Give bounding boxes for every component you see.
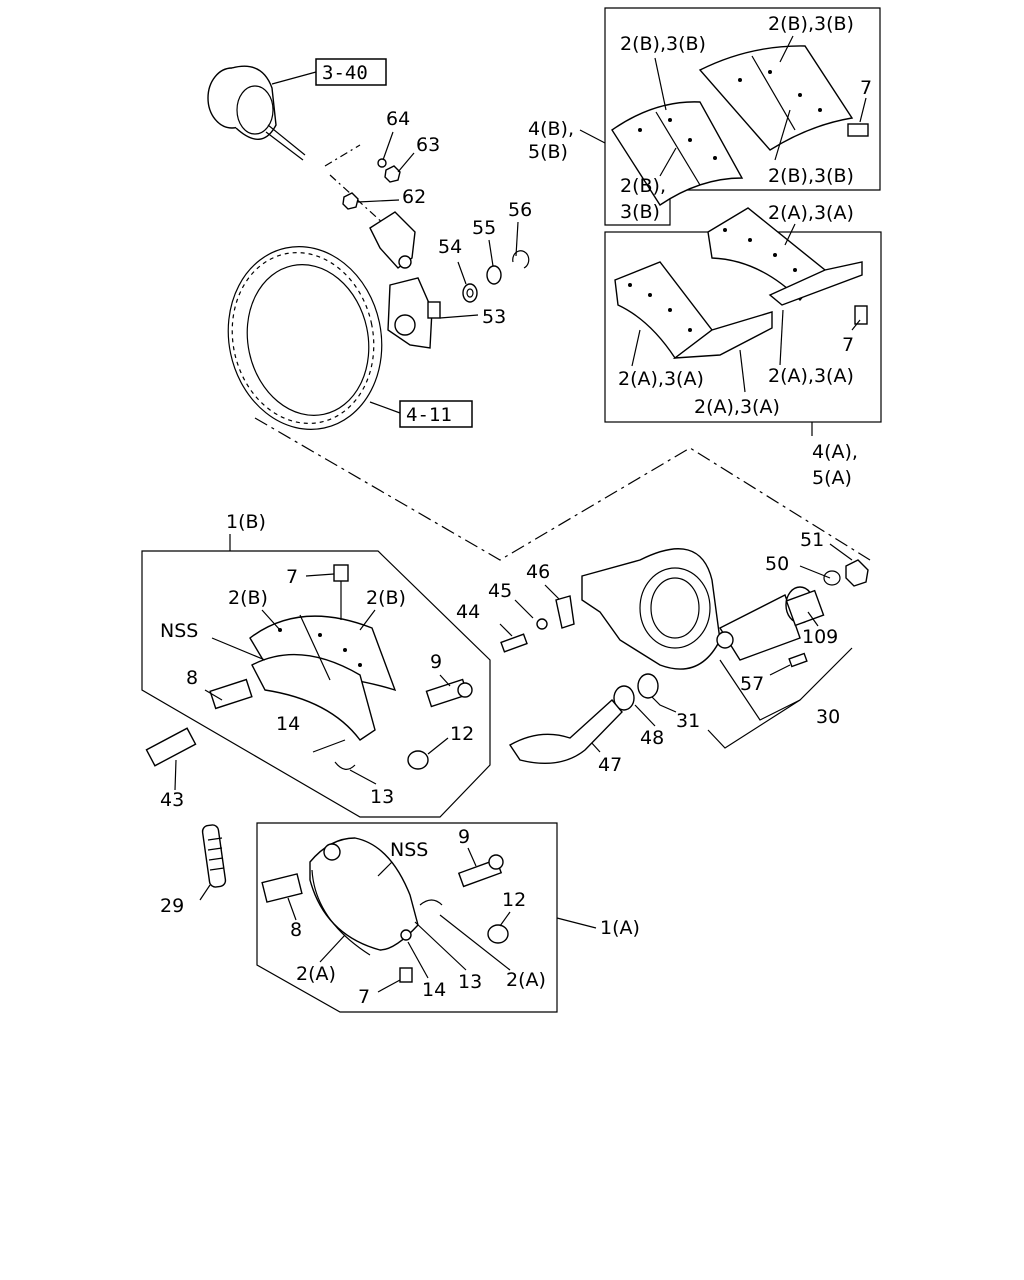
assembly-dash-line (254, 417, 871, 561)
lining-b-label-left-b: 3(B) (620, 201, 660, 223)
part-51-label: 51 (800, 529, 824, 551)
part-30-label: 30 (816, 706, 840, 728)
nut-parts (342, 158, 401, 210)
shoe-b-nss-label: NSS (160, 620, 198, 642)
lining-b-label-top-right: 2(B),3(B) (768, 13, 854, 35)
shoe-a-14-label: 14 (422, 979, 446, 1001)
lining-b-label-left-a: 2(B), (620, 175, 666, 197)
lining-b-label-bottom-right: 2(B),3(B) (768, 165, 854, 187)
shoe-a-group-label: 1(A) (600, 917, 640, 939)
washer-parts (462, 250, 530, 303)
shoe-b-7-label: 7 (286, 566, 298, 588)
ref-box-4-11 (399, 400, 473, 428)
shoe-b-parts (209, 564, 473, 770)
part-54-label: 54 (438, 236, 462, 258)
lining-a-label-mid: 2(A),3(A) (694, 396, 780, 418)
shoe-a-2a-left-label: 2(A) (296, 963, 336, 985)
shoe-a-nss-label: NSS (390, 839, 428, 861)
lining-a-label-left: 2(A),3(A) (618, 368, 704, 390)
lining-b-7-label: 7 (860, 77, 872, 99)
shoe-a-7-label: 7 (358, 986, 370, 1008)
slack-adjuster (369, 211, 441, 349)
group-4a-label: 4(A), (812, 441, 858, 463)
part-50-label: 50 (765, 553, 789, 575)
shoe-b-group-box (141, 550, 491, 818)
shoe-b-2b-left-label: 2(B) (228, 587, 268, 609)
pin-43 (145, 727, 197, 767)
ref-box-3-40 (315, 58, 387, 86)
part-43-label: 43 (160, 789, 184, 811)
lining-a-label-right: 2(A),3(A) (768, 365, 854, 387)
part-45-label: 45 (488, 580, 512, 602)
lining-a-label-head: 2(A),3(A) (768, 202, 854, 224)
part-55-label: 55 (472, 217, 496, 239)
part-57-label: 57 (740, 673, 764, 695)
part-63-label: 63 (416, 134, 440, 156)
part-109-label: 109 (802, 626, 838, 648)
shoe-a-group-box (256, 822, 558, 1013)
shoe-b-2b-right-label: 2(B) (366, 587, 406, 609)
part-62-label: 62 (402, 186, 426, 208)
part-47-label: 47 (598, 754, 622, 776)
group-5b-label: 5(B) (528, 141, 568, 163)
brake-chamber (207, 65, 386, 226)
shoe-a-8-label: 8 (290, 919, 302, 941)
part-31-label: 31 (676, 710, 700, 732)
shoe-a-parts (261, 837, 509, 983)
shoe-a-13-label: 13 (458, 971, 482, 993)
shoe-a-9-label: 9 (458, 826, 470, 848)
part-53-label: 53 (482, 306, 506, 328)
shoe-b-12-label: 12 (450, 723, 474, 745)
group-4b-label: 4(B), (528, 118, 574, 140)
part-48-label: 48 (640, 727, 664, 749)
part-56-label: 56 (508, 199, 532, 221)
part-46-label: 46 (526, 561, 550, 583)
lining-a-parts (614, 207, 868, 360)
shoe-b-8-label: 8 (186, 667, 198, 689)
shoe-b-9-label: 9 (430, 651, 442, 673)
part-29-label: 29 (160, 895, 184, 917)
part-64-label: 64 (386, 108, 410, 130)
part-44-label: 44 (456, 601, 480, 623)
camshaft-small-parts (500, 595, 808, 765)
shoe-b-group-label: 1(B) (226, 511, 266, 533)
group-5a-label: 5(A) (812, 467, 852, 489)
brake-spider (581, 548, 869, 670)
shoe-b-13-label: 13 (370, 786, 394, 808)
shoe-a-2a-right-label: 2(A) (506, 969, 546, 991)
spring-29 (201, 824, 227, 888)
lining-b-parts (611, 45, 869, 206)
lining-b-label-top-left: 2(B),3(B) (620, 33, 706, 55)
lining-a-7-label: 7 (842, 334, 854, 356)
shoe-b-14-label: 14 (276, 713, 300, 735)
shoe-a-12-label: 12 (502, 889, 526, 911)
dust-shield (227, 246, 383, 430)
ref-3-40-label: 3-40 (322, 62, 368, 84)
ref-4-11-label: 4-11 (406, 404, 452, 426)
